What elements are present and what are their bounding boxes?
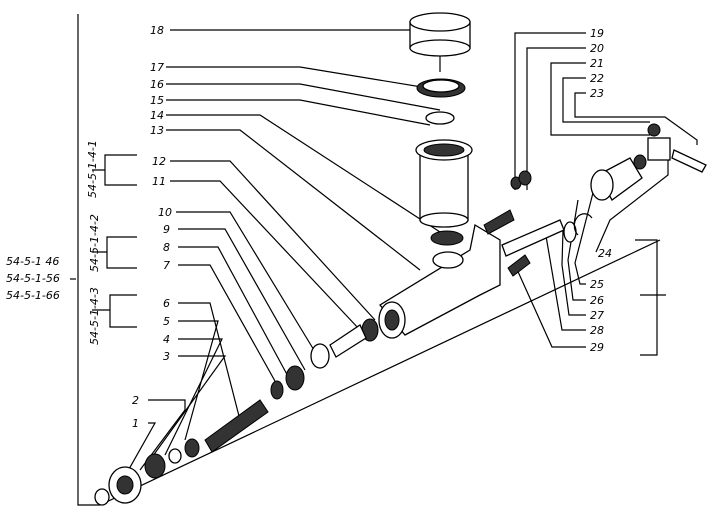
callout-9: 9 [163,223,170,236]
callout-24: 24 [598,247,612,260]
callout-27: 27 [590,309,604,322]
callout-7: 7 [163,259,170,272]
assembly-code-56: 54-5-1-56 [6,272,60,285]
callout-19: 19 [590,27,604,40]
reservoir-seal-inner [422,79,460,93]
assembly-code-46: 54-5-1 46 [6,255,59,268]
right-leaders [514,32,698,348]
callout-10: 10 [158,206,172,219]
left-callouts: 18 17 16 15 14 13 12 11 10 9 8 7 6 5 4 3… [132,24,172,430]
piston-assembly [270,318,379,400]
assembly-code-66: 54-5-1-66 [6,289,60,302]
left-leaders [119,29,441,486]
callout-17: 17 [150,61,164,74]
callout-29: 29 [590,341,604,354]
spring-seat-parts [94,438,200,506]
callout-22: 22 [590,72,604,85]
callout-23: 23 [590,87,604,100]
group-code-2: 54-5-1-4-2 [88,214,101,272]
callout-28: 28 [590,324,604,337]
callout-11: 11 [152,175,166,188]
group-bracket-2 [92,236,137,269]
callout-5: 5 [163,315,170,328]
callout-14: 14 [150,109,164,122]
callout-1: 1 [132,417,139,430]
reservoir-gasket [430,230,464,246]
callout-2: 2 [132,394,139,407]
pushrod-assembly [501,123,707,257]
reservoir-cap [409,12,471,57]
group-code-1: 54-5-1-4-1 [86,140,99,198]
callout-8: 8 [163,241,170,254]
callout-13: 13 [150,124,164,137]
callout-12: 12 [152,155,166,168]
callout-18: 18 [150,24,164,37]
right-callouts: 19 20 21 22 23 24 25 26 27 28 29 [590,27,612,354]
main-bracket [77,14,661,506]
filter-screw [425,111,455,125]
callout-16: 16 [150,78,164,91]
master-cylinder-body [378,223,501,339]
callout-21: 21 [590,57,604,70]
group-bracket-1 [92,154,137,186]
callout-6: 6 [163,297,170,310]
right-bracket [635,239,658,356]
callout-4: 4 [163,333,170,346]
callout-15: 15 [150,94,164,107]
callout-26: 26 [590,294,604,307]
group-code-3: 54-5-1-4-3 [88,287,101,345]
group-bracket-3 [92,294,137,328]
callout-20: 20 [590,42,604,55]
callout-25: 25 [590,278,604,291]
return-spring [204,399,269,453]
bolts [483,170,532,277]
reservoir-body [415,139,473,228]
callout-3: 3 [163,350,170,363]
